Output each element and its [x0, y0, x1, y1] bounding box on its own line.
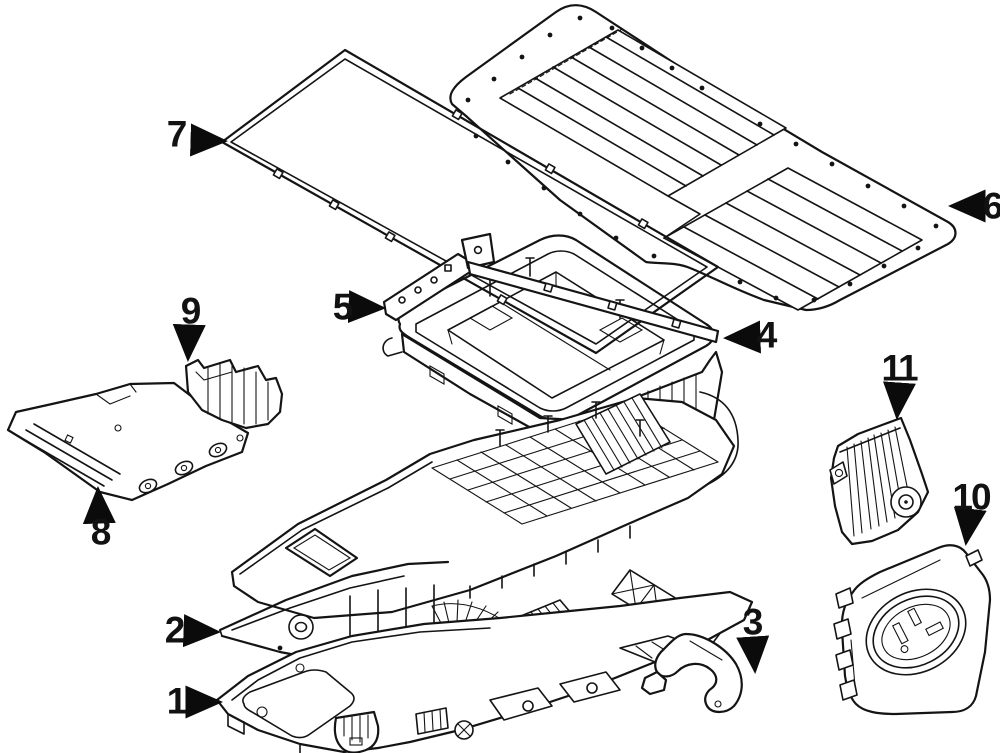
- callout-1-label: 1: [166, 680, 188, 722]
- part-10-connector-bezel: [833, 544, 992, 716]
- callout-arrows: [82, 123, 987, 719]
- part-9-support-bracket: [184, 358, 284, 430]
- callout-2-label: 2: [164, 609, 186, 651]
- callout-5-arrow: [347, 290, 386, 324]
- part-3-hook-bracket: [640, 632, 743, 714]
- part-8-mounting-plate: [6, 381, 250, 502]
- callout-3-arrow: [736, 635, 770, 674]
- callout-9-label: 9: [180, 290, 202, 332]
- callout-9-arrow: [172, 323, 206, 362]
- callout-3-label: 3: [742, 601, 764, 643]
- callout-11-arrow: [882, 381, 916, 420]
- part-5-holddown-bracket: [382, 232, 720, 344]
- callout-11-label: 11: [881, 347, 918, 389]
- callout-10-arrow: [953, 506, 987, 546]
- callout-7-arrow: [190, 123, 228, 157]
- callout-7-label: 7: [166, 113, 188, 155]
- callout-5-label: 5: [332, 286, 354, 328]
- callout-10-label: 10: [952, 476, 991, 518]
- callout-8-label: 8: [90, 511, 112, 553]
- part-6-battery-cover: [449, 4, 957, 312]
- part-11-finned-bracket: [829, 416, 930, 546]
- callout-4-arrow: [723, 320, 761, 354]
- callout-6-label: 6: [982, 185, 1000, 227]
- callout-8-arrow: [82, 486, 116, 525]
- part-7-cover-gasket: [220, 48, 720, 355]
- callout-2-arrow: [182, 614, 221, 648]
- callout-4-label: 4: [756, 314, 778, 356]
